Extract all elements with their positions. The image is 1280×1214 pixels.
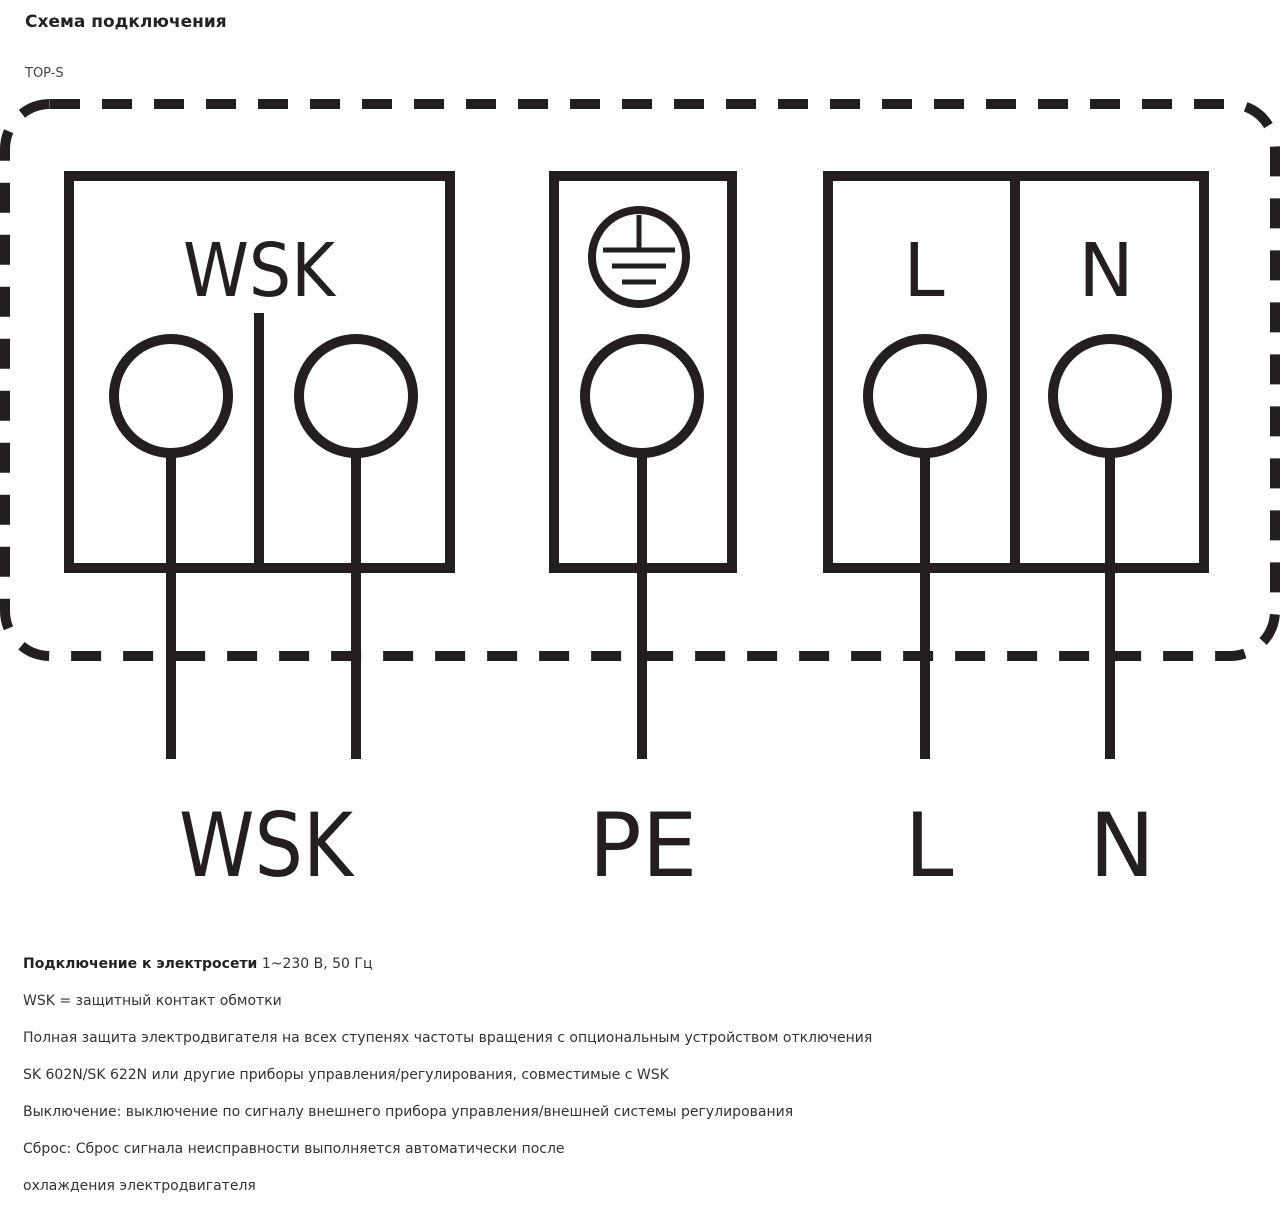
outer-label-n: N xyxy=(1089,794,1155,897)
connection-spec: Подключение к электросети 1~230 В, 50 Гц xyxy=(23,953,1223,990)
inner-label-l: L xyxy=(903,228,944,314)
pe-terminal xyxy=(580,334,704,458)
outer-label-l: L xyxy=(904,794,953,897)
description-line: охлаждения электродвигателя xyxy=(23,1178,256,1194)
description: Подключение к электросети 1~230 В, 50 Гц… xyxy=(23,953,1223,1212)
l-terminal xyxy=(863,334,987,458)
description-line: WSK = защитный контакт обмотки xyxy=(23,993,282,1009)
inner-label-n: N xyxy=(1078,228,1133,314)
outer-label-pe: PE xyxy=(589,794,698,897)
page-title: Схема подключения xyxy=(25,12,227,32)
connection-label: Подключение к электросети xyxy=(23,956,258,972)
inner-label-wsk: WSK xyxy=(183,228,337,314)
housing-outline xyxy=(0,99,1280,661)
wsk-terminal-2 xyxy=(294,334,418,458)
description-line: SK 602N/SK 622N или другие приборы управ… xyxy=(23,1067,669,1083)
outer-label-wsk: WSK xyxy=(179,794,355,897)
n-terminal xyxy=(1048,334,1172,458)
description-line: Выключение: выключение по сигналу внешне… xyxy=(23,1104,794,1120)
model-label: TOP-S xyxy=(25,66,64,81)
description-line: Полная защита электродвигателя на всех с… xyxy=(23,1030,873,1046)
ground-icon xyxy=(588,206,690,308)
description-line: Сброс: Сброс сигнала неисправности выпол… xyxy=(23,1141,565,1157)
connection-value: 1~230 В, 50 Гц xyxy=(261,956,373,972)
wiring-diagram: WSK L N WSK PE L N xyxy=(0,99,1280,897)
wsk-terminal-1 xyxy=(109,334,233,458)
